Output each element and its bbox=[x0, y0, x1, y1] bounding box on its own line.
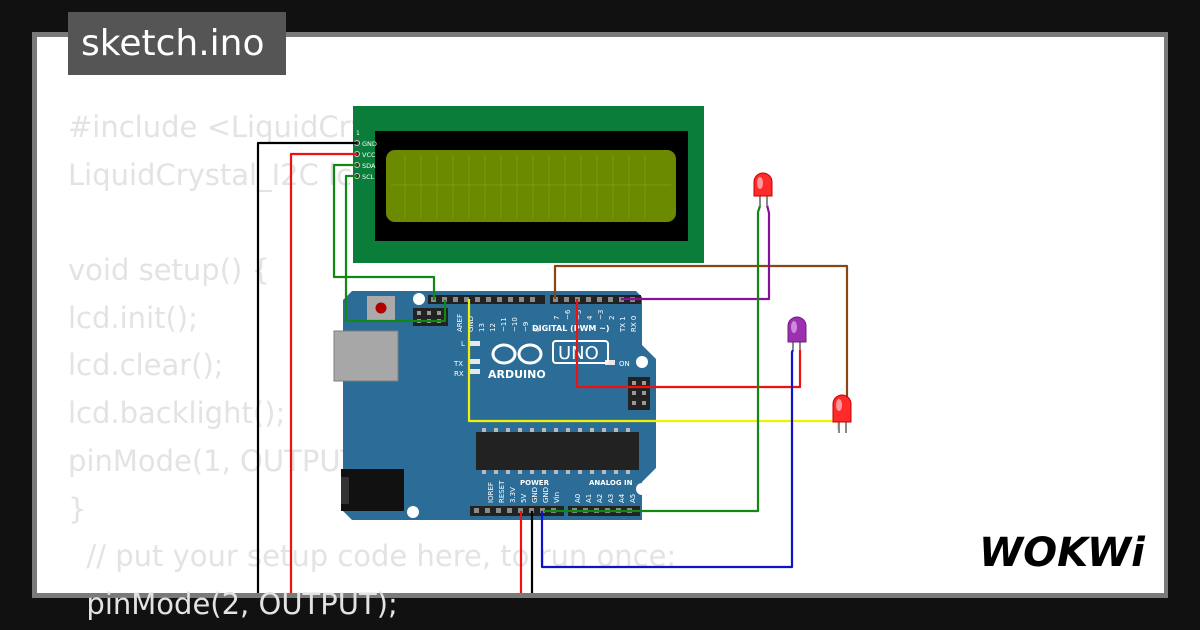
svg-text:~3: ~3 bbox=[597, 310, 605, 320]
lcd-pin-scl-label: SCL bbox=[362, 173, 375, 181]
svg-text:A3: A3 bbox=[607, 494, 615, 503]
code-line: // put your setup code here, to run once… bbox=[68, 539, 677, 574]
arduino-infinity-logo bbox=[491, 343, 543, 365]
led-l-label: L bbox=[461, 340, 465, 348]
wire-lcd-gnd[interactable] bbox=[256, 141, 357, 600]
gnd-label: GND bbox=[467, 316, 475, 332]
lcd-char-grid bbox=[391, 155, 671, 218]
lcd-module[interactable]: 1 GND VCC SDA SCL bbox=[353, 106, 704, 263]
lcd-pin-vcc-label: VCC bbox=[362, 151, 376, 159]
svg-text:RX 0: RX 0 bbox=[630, 316, 638, 332]
svg-text:A4: A4 bbox=[618, 493, 626, 503]
led-red-bottom[interactable] bbox=[832, 394, 852, 433]
wires bbox=[256, 141, 849, 600]
wire-lcd-scl[interactable] bbox=[344, 174, 447, 323]
svg-text:GND: GND bbox=[542, 487, 550, 503]
code-line: void setup() { bbox=[68, 253, 270, 288]
svg-text:2: 2 bbox=[608, 316, 616, 320]
mounting-hole bbox=[407, 506, 419, 518]
digital-header-right bbox=[550, 295, 641, 304]
wire-lcd-sda[interactable] bbox=[332, 163, 436, 300]
svg-text:~6: ~6 bbox=[564, 309, 572, 320]
svg-text:GND: GND bbox=[531, 487, 539, 503]
wokwi-logo: WOKWi bbox=[979, 530, 1146, 576]
arduino-uno-board[interactable]: AREF GND 13 12 ~11 ~10 ~9 8 7 ~6 ~5 4 ~3… bbox=[333, 291, 656, 520]
svg-text:A1: A1 bbox=[585, 494, 593, 503]
code-line: lcd.clear(); bbox=[68, 348, 224, 383]
mounting-hole bbox=[413, 293, 425, 305]
power-jack bbox=[341, 469, 404, 511]
svg-text:13: 13 bbox=[478, 323, 486, 332]
board-model-label: UNO bbox=[558, 343, 599, 364]
power-pin-labels: IOREF RESET 3.3V 5V GND GND Vin bbox=[487, 480, 561, 503]
code-line: lcd.init(); bbox=[68, 300, 198, 335]
svg-text:~10: ~10 bbox=[511, 317, 519, 332]
svg-text:~11: ~11 bbox=[500, 317, 508, 332]
sketch-filename-tab[interactable]: sketch.ino bbox=[68, 12, 286, 75]
wire-lcd-vcc[interactable] bbox=[289, 152, 357, 600]
code-line: lcd.backlight(); bbox=[68, 396, 286, 431]
wire-green-led[interactable] bbox=[544, 205, 762, 513]
usb-port bbox=[333, 330, 399, 382]
svg-text:Vin: Vin bbox=[553, 492, 561, 503]
svg-text:A5: A5 bbox=[629, 494, 637, 503]
power-header bbox=[470, 506, 564, 516]
led-on-label: ON bbox=[619, 360, 630, 368]
code-line: pinMode(2, OUTPUT); bbox=[68, 586, 398, 621]
atmega-chip bbox=[476, 432, 639, 470]
wire-blue[interactable] bbox=[540, 349, 794, 569]
svg-text:RESET: RESET bbox=[498, 480, 506, 503]
board-brand-label: ARDUINO bbox=[488, 368, 546, 381]
digital-pin-labels: AREF GND 13 12 ~11 ~10 ~9 8 7 ~6 ~5 4 ~3… bbox=[456, 309, 638, 333]
svg-text:3.3V: 3.3V bbox=[509, 487, 517, 503]
analog-pin-labels: A0 A1 A2 A3 A4 A5 bbox=[574, 493, 637, 503]
lcd-pin-gnd-label: GND bbox=[362, 140, 377, 148]
power-header-label: POWER bbox=[520, 479, 550, 487]
led-red-top[interactable] bbox=[753, 172, 773, 206]
icsp-header bbox=[413, 308, 448, 326]
wire-brown[interactable] bbox=[553, 264, 849, 422]
aref-label: AREF bbox=[456, 314, 464, 332]
svg-text:~9: ~9 bbox=[522, 322, 530, 332]
status-leds bbox=[470, 341, 615, 374]
svg-text:7: 7 bbox=[553, 316, 561, 320]
svg-text:A2: A2 bbox=[596, 494, 604, 503]
wire-red-led[interactable] bbox=[575, 299, 802, 389]
svg-text:8: 8 bbox=[533, 328, 541, 332]
led-purple[interactable] bbox=[787, 316, 807, 350]
icsp2-header bbox=[628, 377, 650, 410]
led-tx-label: TX bbox=[453, 360, 463, 368]
lcd-pin-labels: GND VCC SDA SCL bbox=[362, 140, 377, 181]
svg-text:4: 4 bbox=[586, 315, 594, 320]
analog-header-label: ANALOG IN bbox=[589, 479, 633, 487]
wire-purple[interactable] bbox=[621, 204, 771, 301]
mounting-hole bbox=[636, 483, 648, 495]
svg-text:12: 12 bbox=[489, 323, 497, 332]
mounting-hole bbox=[636, 356, 648, 368]
reset-button-cap bbox=[375, 302, 387, 314]
lcd-screen bbox=[386, 150, 676, 222]
svg-text:A0: A0 bbox=[574, 494, 582, 503]
svg-text:~5: ~5 bbox=[575, 310, 583, 320]
led-rx-label: RX bbox=[454, 370, 464, 378]
code-line: } bbox=[68, 491, 87, 526]
svg-text:5V: 5V bbox=[520, 494, 528, 503]
wokwi-logo-text: WOKWi bbox=[979, 530, 1146, 576]
svg-text:TX 1: TX 1 bbox=[619, 316, 627, 333]
digital-header-label: DIGITAL (PWM ~) bbox=[532, 324, 610, 333]
svg-text:IOREF: IOREF bbox=[487, 482, 495, 503]
lcd-pin-one-label: 1 bbox=[356, 130, 360, 137]
lcd-pin-sda-label: SDA bbox=[362, 162, 376, 170]
